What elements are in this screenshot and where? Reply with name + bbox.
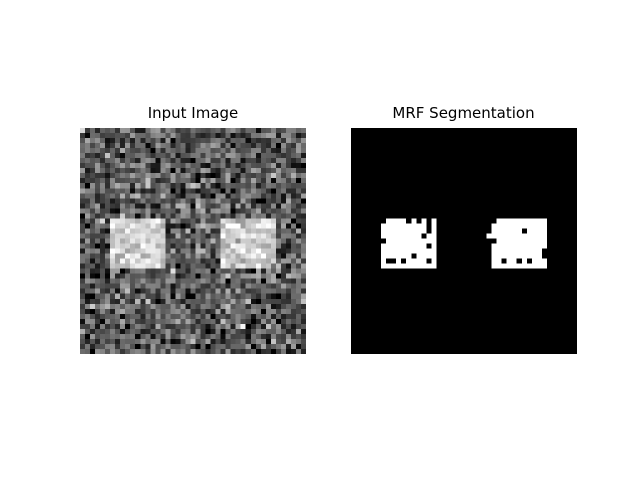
mrf-segmentation-title: MRF Segmentation [392,104,535,122]
input-image-heatmap [80,128,306,354]
input-image-title: Input Image [147,104,239,122]
mrf-segmentation-heatmap [351,128,577,354]
